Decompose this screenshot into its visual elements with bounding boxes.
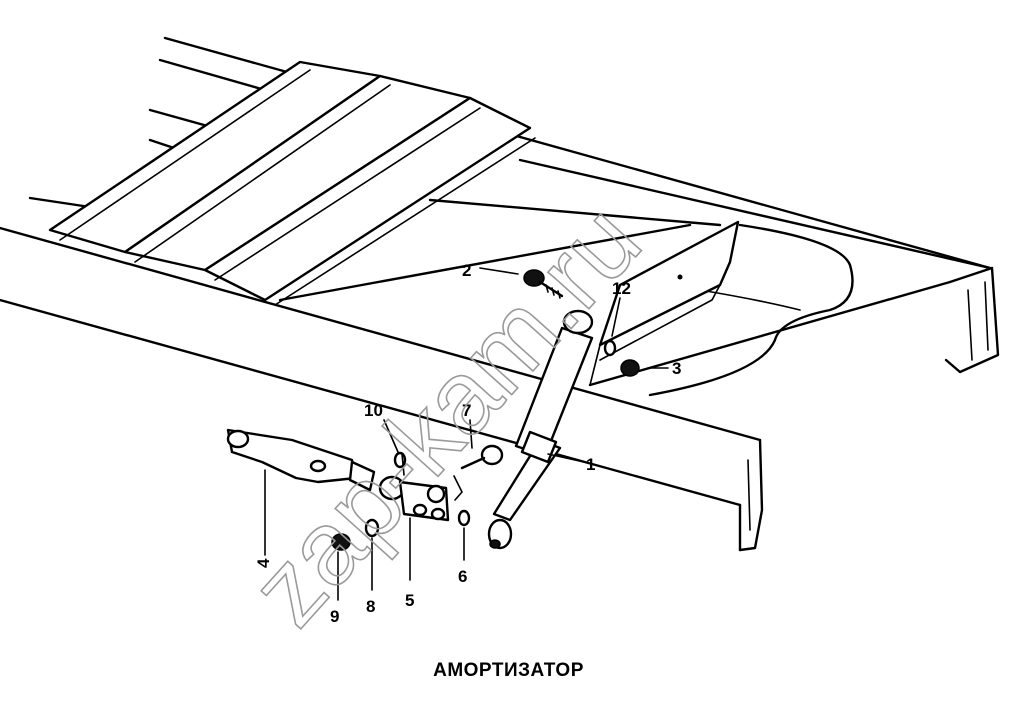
leader-lines bbox=[264, 267, 669, 601]
callouts: 1 2 3 4 5 6 7 8 9 10 12 bbox=[254, 261, 681, 626]
callout-9: 9 bbox=[330, 607, 339, 626]
chassis-frame bbox=[0, 36, 1000, 552]
fasteners bbox=[331, 269, 640, 551]
callout-12: 12 bbox=[612, 279, 631, 298]
diagram-caption: АМОРТИЗАТОР bbox=[433, 660, 584, 681]
callout-3: 3 bbox=[672, 359, 681, 378]
lever-arm bbox=[226, 428, 376, 492]
callout-6: 6 bbox=[458, 567, 467, 586]
callout-4: 4 bbox=[254, 558, 273, 568]
callout-2: 2 bbox=[462, 261, 471, 280]
upper-bracket bbox=[589, 220, 740, 386]
callout-7: 7 bbox=[462, 401, 471, 420]
callout-8: 8 bbox=[366, 597, 375, 616]
callout-1: 1 bbox=[586, 455, 595, 474]
callout-10: 10 bbox=[364, 401, 383, 420]
link-fork bbox=[378, 475, 450, 522]
callout-5: 5 bbox=[405, 591, 414, 610]
cross-members bbox=[48, 60, 536, 306]
shock-absorber bbox=[487, 309, 594, 550]
